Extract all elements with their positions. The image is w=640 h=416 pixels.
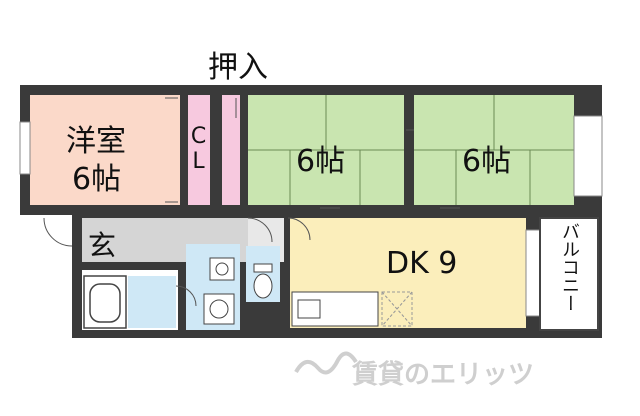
- western-room-name: 洋室: [66, 124, 126, 159]
- closet-top-label: 押入: [208, 50, 268, 85]
- western-room-size: 6帖: [72, 162, 122, 197]
- dk-label: DK 9: [386, 246, 458, 281]
- watermark-logo: [294, 351, 358, 375]
- balcony-label: バルコニー: [559, 222, 580, 312]
- closet-oshiire: [222, 95, 240, 205]
- washbasin: [209, 257, 235, 281]
- balcony-area: [540, 218, 598, 330]
- windows: [19, 115, 603, 317]
- closet-cl: [188, 95, 210, 205]
- cl-label: CL: [186, 124, 211, 174]
- watermark-text: 賃貸のエリッツ: [352, 360, 535, 390]
- tatami-lines-right: [414, 95, 574, 205]
- door-swings: [43, 217, 311, 307]
- tatami-right-size: 6帖: [462, 144, 512, 179]
- refrigerator-space: [381, 291, 413, 327]
- bath-shower-area: [128, 276, 176, 328]
- kitchen-counter: [291, 291, 379, 327]
- entrance-label: 玄: [88, 229, 117, 262]
- sliding-doors: [165, 97, 460, 209]
- tatami-lines-left: [248, 95, 404, 205]
- bathtub: [89, 283, 121, 323]
- tatami-left-size: 6帖: [296, 144, 346, 179]
- washing-machine: [203, 293, 235, 325]
- toilet: [253, 273, 273, 299]
- western-room: [30, 95, 180, 205]
